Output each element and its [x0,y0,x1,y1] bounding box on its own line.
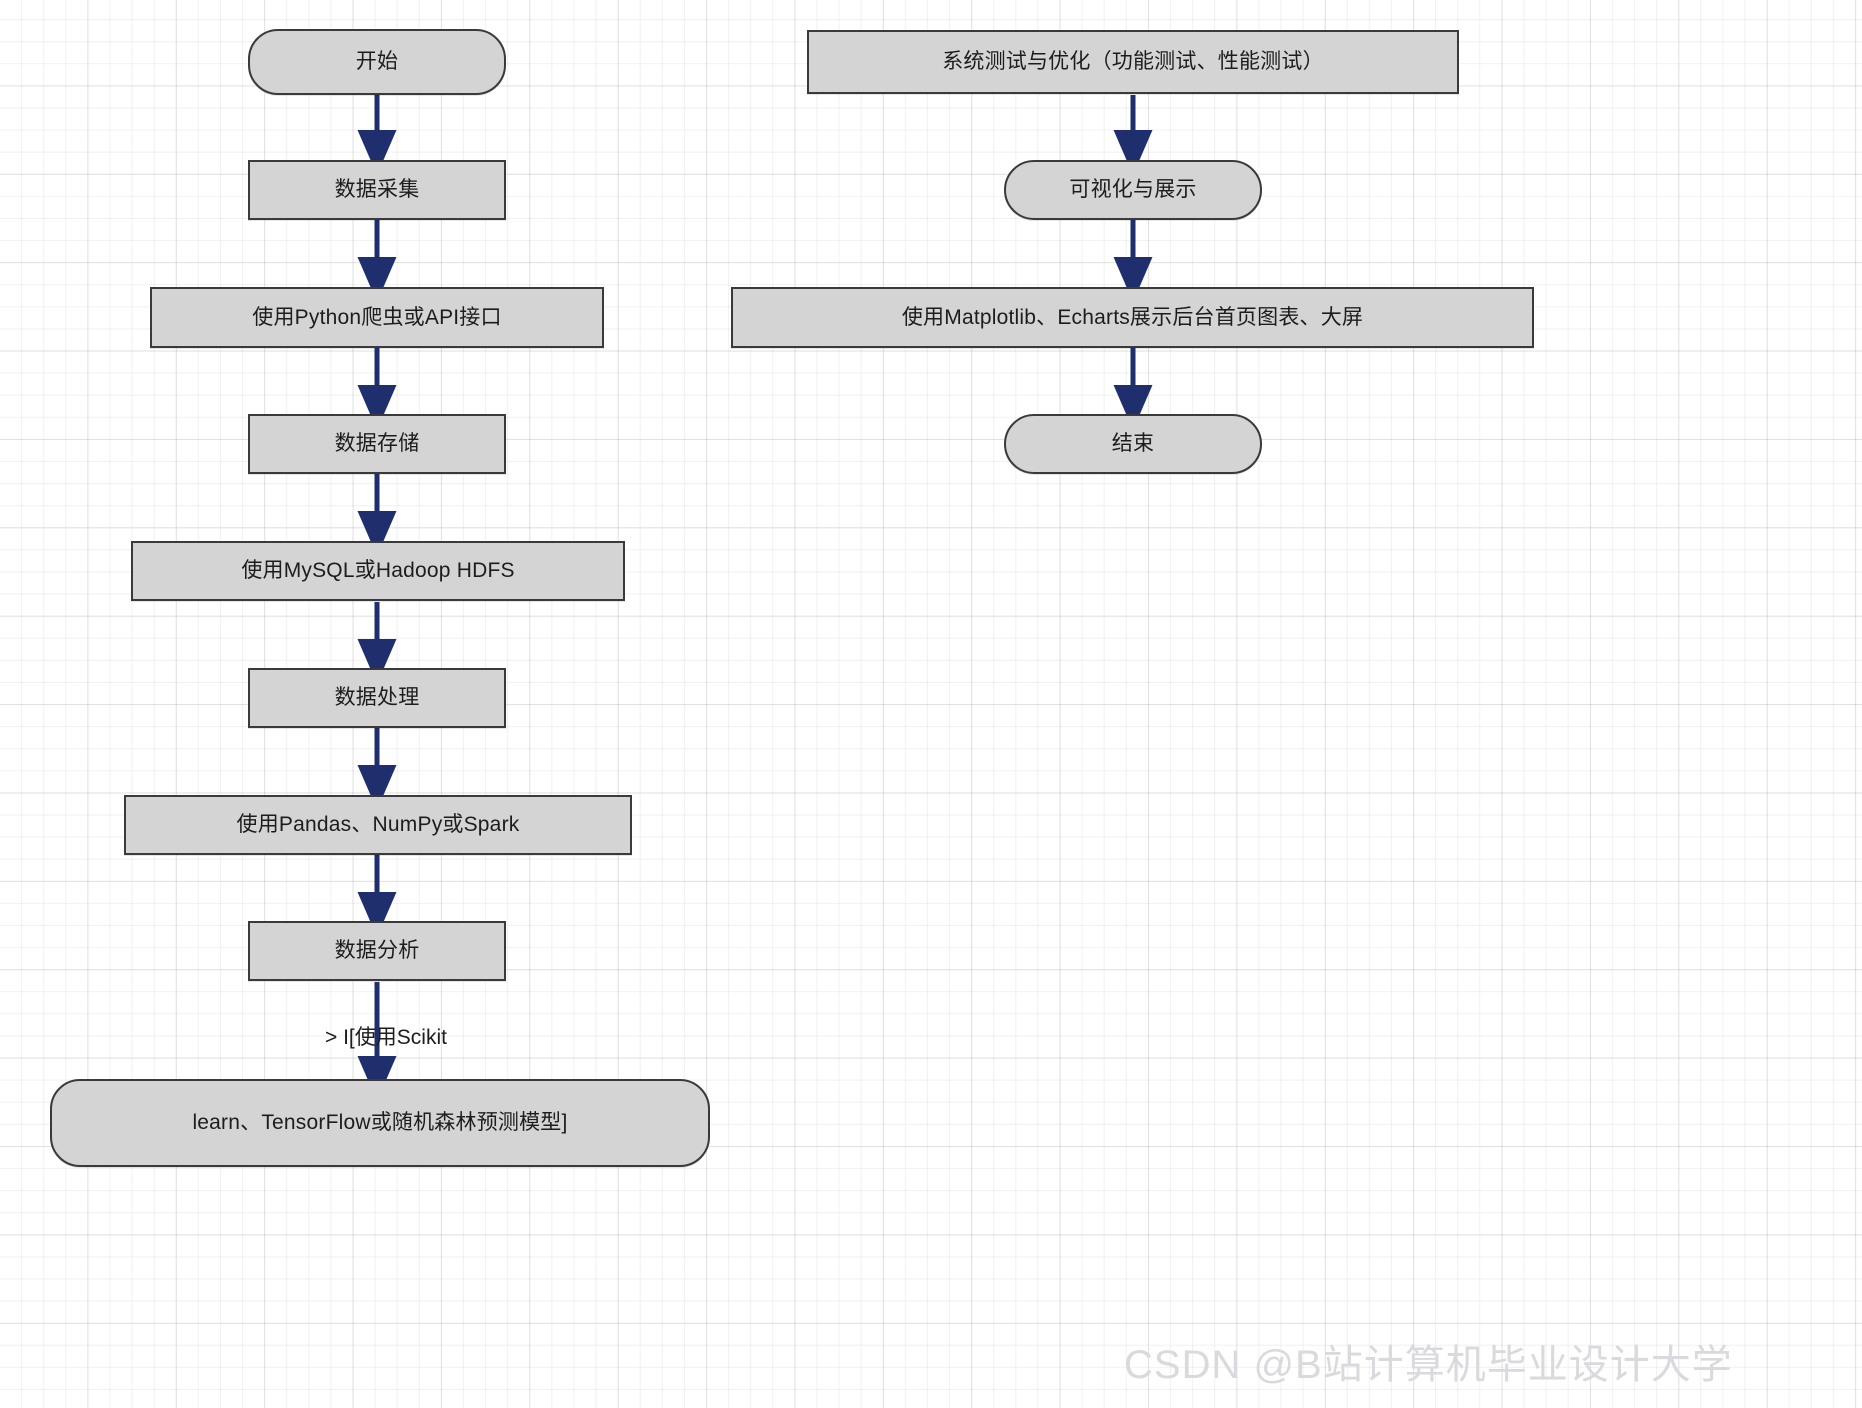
csdn-watermark-text: CSDN @B站计算机毕业设计大学 [1124,1343,1733,1387]
node-data-collection-label: 数据采集 [334,178,420,202]
edge-label-analyze-to-model-text: > I[使用Scikit [325,1026,447,1049]
csdn-watermark: CSDN @B站计算机毕业设计大学 [1124,1332,1733,1390]
node-end[interactable]: 结束 [1004,414,1262,474]
node-storage-tooling[interactable]: 使用MySQL或Hadoop HDFS [131,541,625,601]
node-data-collection[interactable]: 数据采集 [248,160,506,220]
node-start-label: 开始 [355,50,399,74]
node-visualization-tooling-label: 使用Matplotlib、Echarts展示后台首页图表、大屏 [901,305,1364,329]
node-data-analysis-label: 数据分析 [334,939,420,963]
node-visualization-tooling[interactable]: 使用Matplotlib、Echarts展示后台首页图表、大屏 [731,287,1534,348]
node-data-storage-label: 数据存储 [334,432,420,456]
node-data-storage[interactable]: 数据存储 [248,414,506,474]
node-processing-tooling-label: 使用Pandas、NumPy或Spark [236,813,520,837]
node-visualization-label: 可视化与展示 [1069,178,1197,202]
node-data-analysis[interactable]: 数据分析 [248,921,506,981]
node-data-processing[interactable]: 数据处理 [248,668,506,728]
node-start[interactable]: 开始 [248,29,506,95]
edge-label-analyze-to-model: > I[使用Scikit [325,1021,447,1051]
node-system-testing[interactable]: 系统测试与优化（功能测试、性能测试） [807,30,1459,94]
node-visualization[interactable]: 可视化与展示 [1004,160,1262,220]
node-end-label: 结束 [1111,432,1155,456]
node-data-processing-label: 数据处理 [334,686,420,710]
node-prediction-model[interactable]: learn、TensorFlow或随机森林预测模型] [50,1079,710,1167]
node-processing-tooling[interactable]: 使用Pandas、NumPy或Spark [124,795,632,855]
node-collection-tooling[interactable]: 使用Python爬虫或API接口 [150,287,604,348]
node-prediction-model-label: learn、TensorFlow或随机森林预测模型] [192,1111,568,1135]
node-collection-tooling-label: 使用Python爬虫或API接口 [252,305,502,329]
node-storage-tooling-label: 使用MySQL或Hadoop HDFS [241,559,515,583]
node-system-testing-label: 系统测试与优化（功能测试、性能测试） [942,50,1324,74]
